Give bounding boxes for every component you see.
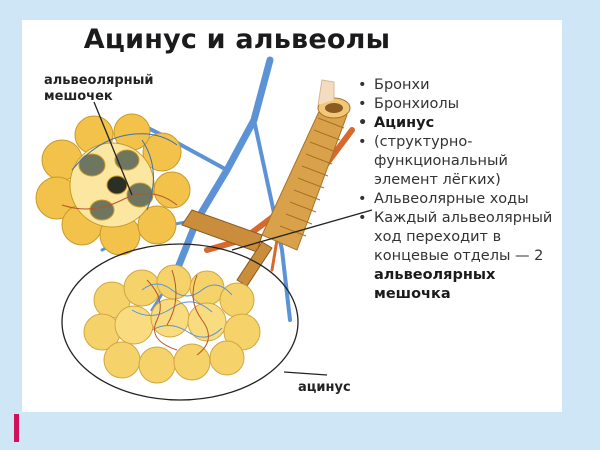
acinus-illustration: [35, 56, 373, 401]
slide-title: Ацинус и альвеолы: [83, 24, 391, 55]
acinus-cluster: [83, 264, 261, 384]
slide: Ацинус и альвеолы альвеолярный мешочек а…: [22, 20, 562, 412]
bullet-bronchi: Бронхи: [356, 76, 556, 95]
alveolar-sac-cluster: [35, 113, 191, 256]
alveolar-sac-label: альвеолярный мешочек: [44, 73, 154, 105]
bullet-acinus: Ацинус: [356, 114, 556, 133]
bullet-duct-description-bold: альвеолярных мешочка: [374, 267, 496, 302]
bronchus: [181, 79, 351, 287]
alveolar-sac-label-line1: альвеолярный: [44, 73, 154, 88]
pointer-lines: [93, 101, 373, 376]
accent-bar: [14, 414, 19, 442]
bullet-duct-description: Каждый альвеолярный ход переходит в конц…: [356, 209, 556, 304]
acinus-label: ацинус: [298, 380, 351, 395]
alveolar-sac-label-line2: мешочек: [44, 89, 113, 104]
bullet-duct-description-text: Каждый альвеолярный ход переходит в конц…: [374, 210, 553, 264]
bullet-list: Бронхи Бронхиолы Ацинус (структурно-функ…: [356, 76, 556, 304]
bullet-alveolar-ducts: Альвеолярные ходы: [356, 190, 556, 209]
bullet-bronchioles: Бронхиолы: [356, 95, 556, 114]
acinus-outline: [61, 243, 299, 401]
capillary-network: [61, 133, 233, 356]
bullet-acinus-definition: (структурно-функциональный элемент лёгки…: [356, 133, 556, 190]
